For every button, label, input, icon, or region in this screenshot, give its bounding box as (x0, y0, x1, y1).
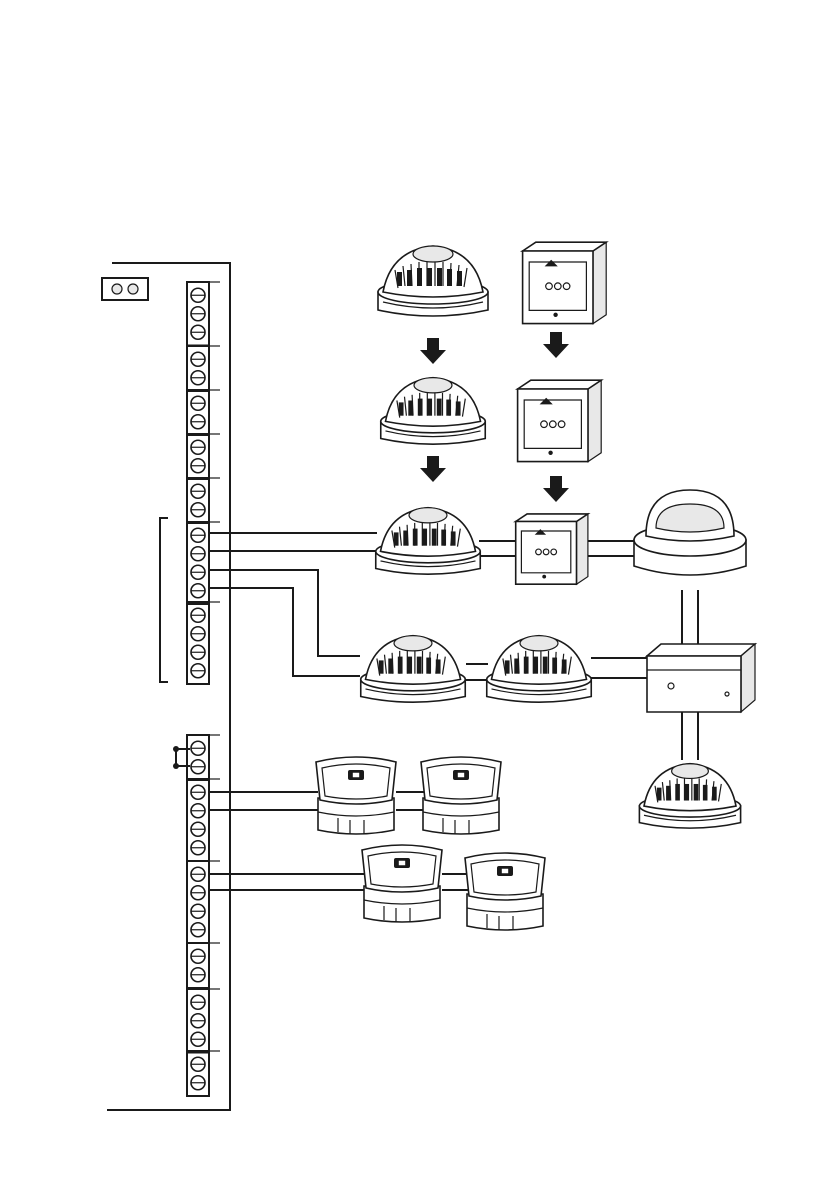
terminal-screw (191, 645, 205, 659)
terminal-screw (191, 503, 205, 517)
smoke-detector-loop-2 (361, 636, 466, 703)
terminal-screw (191, 841, 205, 855)
terminal-strip (187, 282, 220, 1096)
terminal-screw (191, 867, 205, 881)
led-indicator-1 (112, 284, 122, 294)
terminal-screw (191, 584, 205, 598)
terminal-screw (191, 822, 205, 836)
terminal-screw (191, 923, 205, 937)
terminal-screw (191, 396, 205, 410)
terminal-screw (191, 528, 205, 542)
terminal-screw (191, 968, 205, 982)
wiring (209, 533, 698, 890)
terminal-screw (191, 627, 205, 641)
terminal-screw (191, 608, 205, 622)
smoke-detector-middle (381, 378, 486, 445)
terminal-screw (191, 440, 205, 454)
terminal-screw (191, 325, 205, 339)
terminal-screw (191, 459, 205, 473)
terminal-screw (191, 307, 205, 321)
led-indicator-2 (128, 284, 138, 294)
terminal-screw (191, 785, 205, 799)
loop-bracket (160, 518, 168, 682)
terminal-screw (191, 886, 205, 900)
sounder-beacon (634, 490, 746, 575)
call-point-top (523, 242, 607, 323)
call-point-loop (516, 514, 588, 584)
junction-box (647, 644, 755, 712)
smoke-detector-bottom-right (639, 764, 740, 828)
terminal-screw (191, 565, 205, 579)
terminal-screw (191, 1057, 205, 1071)
wall-sounder-1 (316, 757, 396, 834)
wall-sounder-3 (362, 845, 442, 922)
terminal-screw (191, 415, 205, 429)
terminal-screw (191, 664, 205, 678)
arrow-down-callpoint-2 (543, 476, 569, 502)
terminal-screw (191, 547, 205, 561)
smoke-detector-loop-3 (487, 636, 592, 703)
terminal-screw (191, 760, 205, 774)
wall-sounder-2 (421, 757, 501, 834)
call-point-middle (518, 380, 602, 461)
terminal-screw (191, 904, 205, 918)
terminal-screw (191, 995, 205, 1009)
terminal-screw (191, 741, 205, 755)
terminal-screw (191, 288, 205, 302)
terminal-screw (191, 371, 205, 385)
smoke-detector-top (378, 246, 488, 316)
terminal-screw (191, 352, 205, 366)
terminal-screw (191, 949, 205, 963)
smoke-detector-loop-1 (376, 508, 481, 575)
led-indicator-block (102, 278, 148, 300)
terminal-screw (191, 1014, 205, 1028)
terminal-screw (191, 804, 205, 818)
wall-sounder-4 (465, 853, 545, 930)
arrow-down-detector-2 (420, 456, 446, 482)
terminal-screw (191, 1032, 205, 1046)
terminal-screw (191, 1076, 205, 1090)
arrow-down-callpoint-1 (543, 332, 569, 358)
arrow-down-detector-1 (420, 338, 446, 364)
terminal-screw (191, 484, 205, 498)
